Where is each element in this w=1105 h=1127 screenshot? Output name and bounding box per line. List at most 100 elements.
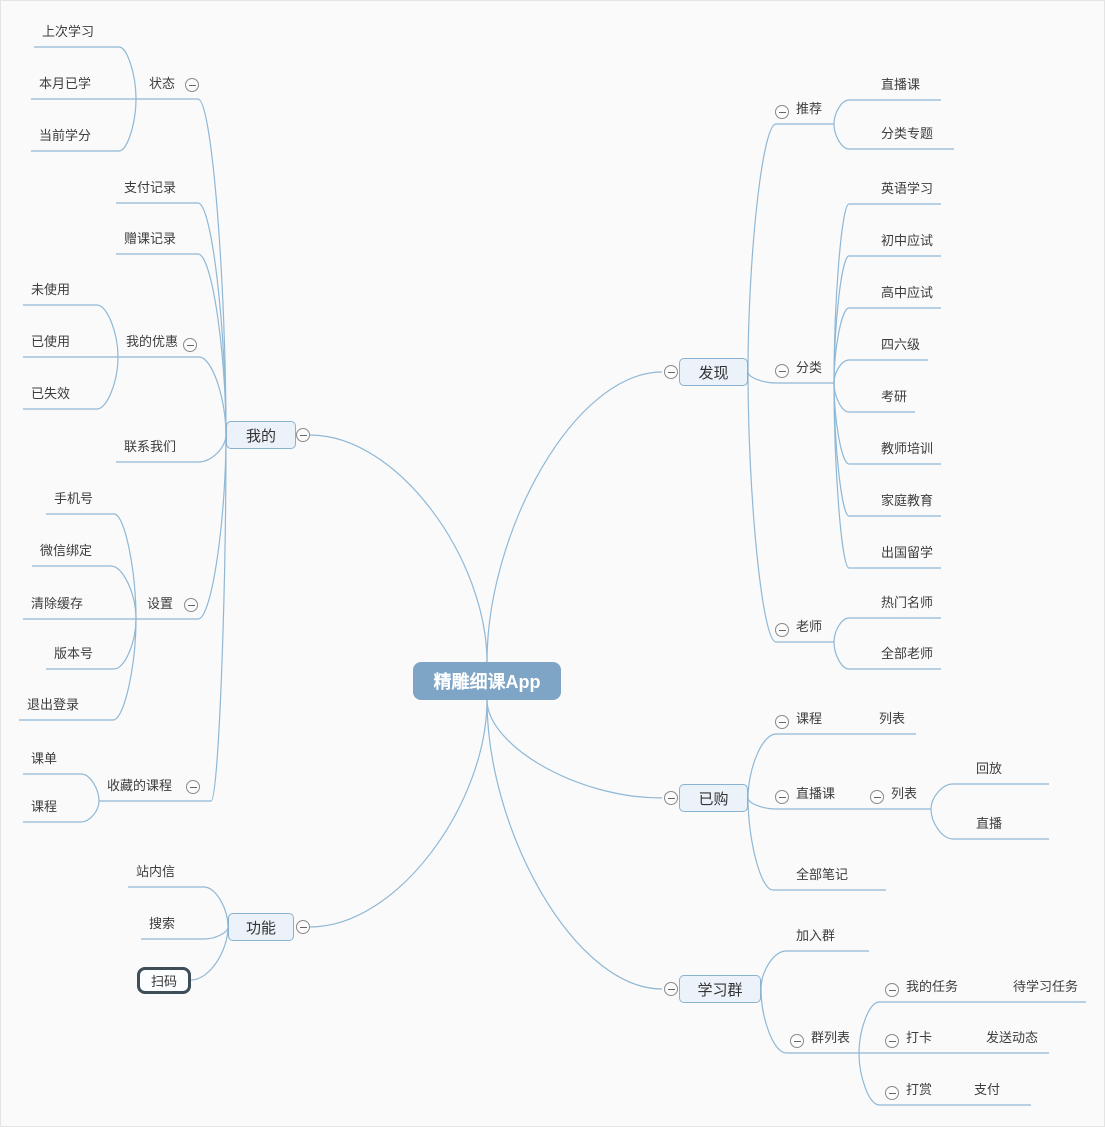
connector-path: [858, 1052, 880, 1106]
central-topic[interactable]: 精雕细课App: [413, 662, 561, 700]
node-course-list[interactable]: 列表: [879, 711, 906, 726]
node-junior-exam[interactable]: 初中应试: [881, 233, 934, 248]
collapse-minus-icon-study-group[interactable]: [664, 982, 678, 996]
connector-path: [80, 773, 100, 802]
collapse-minus-icon-live-list[interactable]: [870, 790, 884, 804]
node-recommend[interactable]: 推荐: [796, 101, 823, 116]
node-expired[interactable]: 已失效: [31, 386, 71, 401]
node-live-list[interactable]: 列表: [891, 786, 918, 801]
connector-path: [118, 46, 137, 100]
node-todo-tasks[interactable]: 待学习任务: [1013, 979, 1079, 994]
connector-path: [190, 926, 229, 981]
node-status[interactable]: 状态: [149, 76, 176, 91]
collapse-minus-icon-status[interactable]: [185, 78, 199, 92]
node-teacher-training[interactable]: 教师培训: [881, 441, 934, 456]
node-family-education[interactable]: 家庭教育: [881, 493, 934, 508]
node-settings[interactable]: 设置: [147, 596, 174, 611]
collapse-minus-icon-purchased-live[interactable]: [775, 790, 789, 804]
node-fav-course[interactable]: 课程: [31, 799, 58, 814]
collapse-minus-icon-reward[interactable]: [885, 1086, 899, 1100]
connector-path: [210, 434, 227, 802]
node-scan-code[interactable]: 扫码: [137, 967, 191, 994]
collapse-minus-icon-group-list[interactable]: [790, 1034, 804, 1048]
node-reward[interactable]: 打赏: [906, 1082, 933, 1097]
node-hot-teachers[interactable]: 热门名师: [881, 595, 934, 610]
node-payment-records[interactable]: 支付记录: [124, 180, 177, 195]
node-features[interactable]: 功能: [228, 913, 294, 941]
connector-path: [197, 98, 227, 436]
node-teachers[interactable]: 老师: [796, 619, 823, 634]
node-live[interactable]: 直播: [976, 816, 1003, 831]
collapse-minus-icon-purchased[interactable]: [664, 791, 678, 805]
collapse-minus-icon-check-in[interactable]: [885, 1034, 899, 1048]
connector-path: [747, 797, 774, 891]
connector-path: [80, 800, 100, 823]
node-all-notes[interactable]: 全部笔记: [796, 867, 849, 882]
node-site-mail[interactable]: 站内信: [136, 864, 176, 879]
connector-path: [833, 382, 850, 413]
node-english-learning[interactable]: 英语学习: [881, 181, 934, 196]
node-used[interactable]: 已使用: [31, 334, 71, 349]
collapse-minus-icon-teachers[interactable]: [775, 623, 789, 637]
node-mine[interactable]: 我的: [226, 421, 296, 449]
node-categories[interactable]: 分类: [796, 360, 823, 375]
node-month-learned[interactable]: 本月已学: [39, 76, 92, 91]
node-purchased-live[interactable]: 直播课: [796, 786, 836, 801]
node-live-course[interactable]: 直播课: [881, 77, 921, 92]
node-version-number[interactable]: 版本号: [54, 646, 94, 661]
node-pay[interactable]: 支付: [974, 1082, 1001, 1097]
connector-path: [96, 304, 119, 358]
node-phone-number[interactable]: 手机号: [54, 491, 94, 506]
connector-path: [309, 699, 488, 928]
node-search[interactable]: 搜索: [149, 916, 176, 931]
node-check-in[interactable]: 打卡: [906, 1030, 933, 1045]
connector-path: [833, 99, 850, 125]
node-study-abroad[interactable]: 出国留学: [881, 545, 934, 560]
collapse-minus-icon-recommend[interactable]: [775, 105, 789, 119]
node-my-tasks[interactable]: 我的任务: [906, 979, 959, 994]
connector-path: [747, 797, 777, 810]
connector-path: [486, 699, 663, 799]
node-logout[interactable]: 退出登录: [27, 697, 80, 712]
node-course-sheet[interactable]: 课单: [31, 751, 58, 766]
node-discover[interactable]: 发现: [679, 358, 748, 386]
node-study-group[interactable]: 学习群: [679, 975, 761, 1003]
connector-path: [203, 926, 229, 940]
node-favorite-courses[interactable]: 收藏的课程: [107, 778, 173, 793]
connector-path: [203, 886, 229, 928]
connector-path: [198, 356, 227, 436]
node-last-study[interactable]: 上次学习: [42, 24, 95, 39]
connector-path: [486, 699, 663, 990]
connector-path: [760, 950, 787, 990]
collapse-minus-icon-my-coupons[interactable]: [183, 338, 197, 352]
node-category-topics[interactable]: 分类专题: [881, 126, 934, 141]
node-replay[interactable]: 回放: [976, 761, 1003, 776]
collapse-minus-icon-categories[interactable]: [775, 364, 789, 378]
collapse-minus-icon-favorite-courses[interactable]: [186, 780, 200, 794]
collapse-minus-icon-settings[interactable]: [184, 598, 198, 612]
node-group-list[interactable]: 群列表: [811, 1030, 851, 1045]
node-current-credits[interactable]: 当前学分: [39, 128, 92, 143]
node-cet46[interactable]: 四六级: [881, 337, 921, 352]
node-join-group[interactable]: 加入群: [796, 928, 836, 943]
node-kaoyan[interactable]: 考研: [881, 389, 908, 404]
collapse-minus-icon-purchased-courses[interactable]: [775, 715, 789, 729]
node-purchased[interactable]: 已购: [679, 784, 748, 812]
collapse-minus-icon-my-tasks[interactable]: [885, 983, 899, 997]
node-send-update[interactable]: 发送动态: [986, 1030, 1039, 1045]
node-senior-exam[interactable]: 高中应试: [881, 285, 934, 300]
collapse-minus-icon-discover[interactable]: [664, 365, 678, 379]
collapse-minus-icon-mine[interactable]: [296, 428, 310, 442]
node-clear-cache[interactable]: 清除缓存: [31, 596, 84, 611]
connector-path: [197, 434, 227, 463]
node-all-teachers[interactable]: 全部老师: [881, 646, 934, 661]
node-contact-us[interactable]: 联系我们: [124, 439, 177, 454]
node-wechat-binding[interactable]: 微信绑定: [40, 543, 93, 558]
node-gift-records[interactable]: 赠课记录: [124, 231, 177, 246]
node-my-coupons[interactable]: 我的优惠: [126, 334, 179, 349]
connector-path: [930, 783, 954, 810]
connector-path: [197, 253, 227, 436]
node-unused[interactable]: 未使用: [31, 282, 71, 297]
collapse-minus-icon-features[interactable]: [296, 920, 310, 934]
node-purchased-courses[interactable]: 课程: [796, 711, 823, 726]
